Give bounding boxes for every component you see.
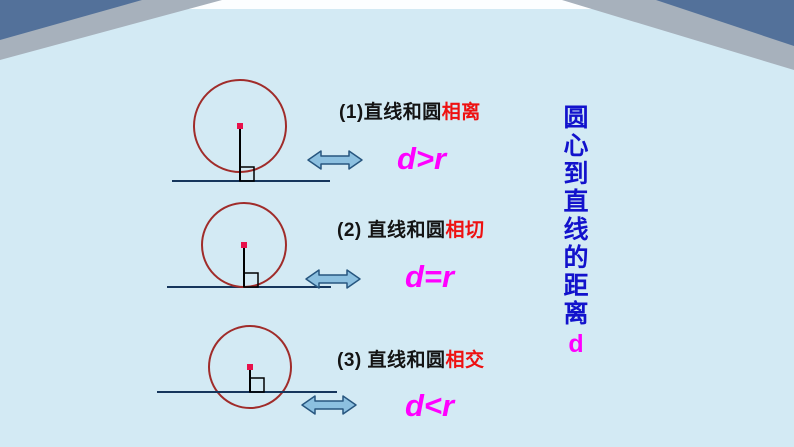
relation-label-3-red: 相交 [445,350,485,371]
relation-label-1-red: 相离 [441,102,481,123]
side-note-char: 直 [563,188,589,216]
relation-label-2-red: 相切 [445,220,485,241]
double-arrow-icon [305,269,361,289]
relation-label-2: (2) 直线和圆相切 [337,215,485,242]
side-note-distance: 圆 心 到 直 线 的 距 离 d [556,104,596,360]
relation-label-3-black: (3) 直线和圆 [337,350,446,371]
side-note-char: 圆 [563,104,589,132]
side-note-char: 离 [563,300,589,328]
diagram-line-circle-tangent [167,202,331,288]
side-note-char: 心 [563,132,589,160]
double-arrow-icon [307,150,363,170]
formula-3: d<r [405,388,455,423]
side-note-char: 距 [563,272,589,300]
diagram-line-circle-separate [172,79,330,182]
relation-label-1: (1)直线和圆相离 [339,97,481,124]
side-note-char: 到 [563,160,589,188]
formula-2: d=r [405,259,455,294]
top-strip [0,0,794,9]
relation-label-3: (3) 直线和圆相交 [337,345,485,372]
side-note-char: 线 [563,216,589,244]
relation-label-2-black: (2) 直线和圆 [337,220,446,241]
relation-label-1-black: (1)直线和圆 [339,102,442,123]
side-note-char: 的 [563,244,589,272]
diagram-line-circle-intersect [157,325,337,409]
double-arrow-icon [301,395,357,415]
formula-1: d>r [397,141,447,176]
corner-decoration-top-left-icon [0,0,222,60]
side-note-d: d [568,330,584,358]
corner-decoration-top-right-icon [562,0,794,70]
